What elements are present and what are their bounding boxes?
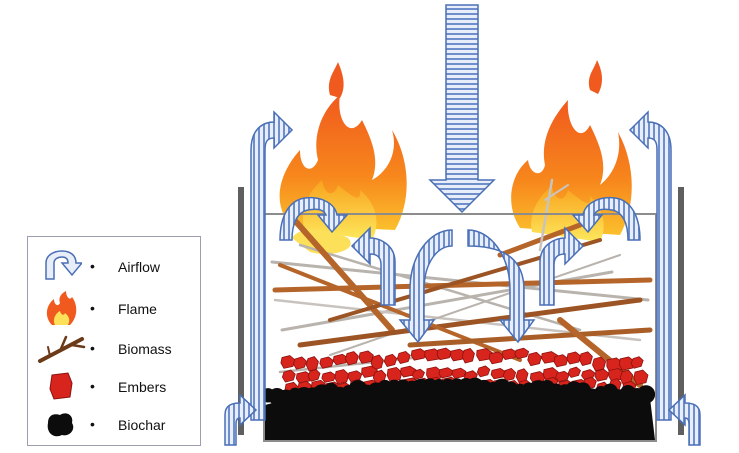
biochar-lump	[636, 385, 656, 404]
ember-chunk	[305, 356, 319, 372]
ember-chunk	[411, 368, 425, 380]
ember-chunk	[553, 354, 569, 368]
ember-chunk	[501, 348, 518, 361]
ember-icon	[49, 372, 73, 400]
legend-item-airflow: • Airflow	[28, 249, 202, 285]
ember-chunk	[630, 356, 644, 369]
ember-chunk	[633, 369, 649, 386]
ember-chunk	[461, 347, 475, 364]
ember-chunk	[514, 347, 530, 360]
legend-item-biomass: • Biomass	[28, 331, 202, 367]
flame-left	[279, 62, 407, 255]
ember-chunk	[410, 348, 427, 361]
legend-item-biochar: • Biochar	[28, 407, 202, 443]
ember-chunk	[438, 367, 454, 379]
airflow-center-arrows	[350, 226, 585, 344]
ember-chunk	[319, 356, 334, 369]
ember-chunk	[307, 369, 321, 382]
ember-chunk	[527, 351, 542, 367]
ember-chunk	[396, 350, 411, 364]
ember-chunk	[347, 370, 363, 382]
ember-chunk	[295, 371, 312, 384]
ember-chunk	[358, 350, 374, 364]
ember-chunk	[334, 369, 350, 385]
flame-icon	[46, 291, 77, 325]
legend-label-flame: Flame	[118, 301, 157, 317]
ember-chunk	[567, 366, 581, 378]
legend: • Airflow • Flame • Biomass • Embers • B…	[27, 236, 201, 446]
twig-icon	[38, 335, 86, 363]
legend-bullet: •	[90, 300, 95, 316]
ember-chunk	[332, 353, 349, 366]
ember-chunk	[293, 356, 307, 370]
ember-chunk	[476, 365, 491, 378]
legend-bullet: •	[90, 378, 95, 394]
ember-chunk	[280, 355, 296, 369]
legend-item-embers: • Embers	[28, 369, 202, 405]
ember-chunk	[566, 351, 582, 365]
ember-chunk	[370, 354, 384, 371]
legend-label-embers: Embers	[118, 379, 167, 395]
ember-chunk	[594, 368, 610, 382]
ember-chunk	[578, 351, 593, 367]
ember-chunk	[618, 356, 635, 371]
biochar-icon	[47, 413, 74, 437]
ember-chunk	[451, 367, 467, 379]
airflow-arrow-icon	[45, 250, 82, 280]
ember-chunk	[321, 371, 337, 383]
ember-chunk	[555, 370, 570, 383]
airflow-right-arrows	[571, 110, 701, 446]
legend-bullet: •	[90, 416, 95, 432]
legend-bullet: •	[90, 258, 95, 274]
ember-chunk	[383, 353, 398, 368]
biochar-layer	[260, 377, 656, 440]
airflow-down-arrow	[428, 4, 496, 214]
ember-chunk	[424, 348, 442, 362]
ember-chunk	[344, 351, 359, 366]
ember-chunk	[502, 368, 517, 382]
legend-label-biochar: Biochar	[118, 417, 166, 433]
kiln-outer-walls	[238, 187, 684, 435]
ember-chunk	[436, 347, 452, 361]
ember-chunk	[281, 369, 296, 383]
airflow-left-arrows	[224, 110, 349, 446]
legend-label-biomass: Biomass	[118, 341, 172, 357]
ember-chunk	[386, 366, 403, 383]
legend-item-flame: • Flame	[28, 291, 202, 327]
ember-chunk	[488, 351, 505, 365]
legend-bullet: •	[90, 340, 95, 356]
legend-label-airflow: Airflow	[118, 259, 161, 275]
